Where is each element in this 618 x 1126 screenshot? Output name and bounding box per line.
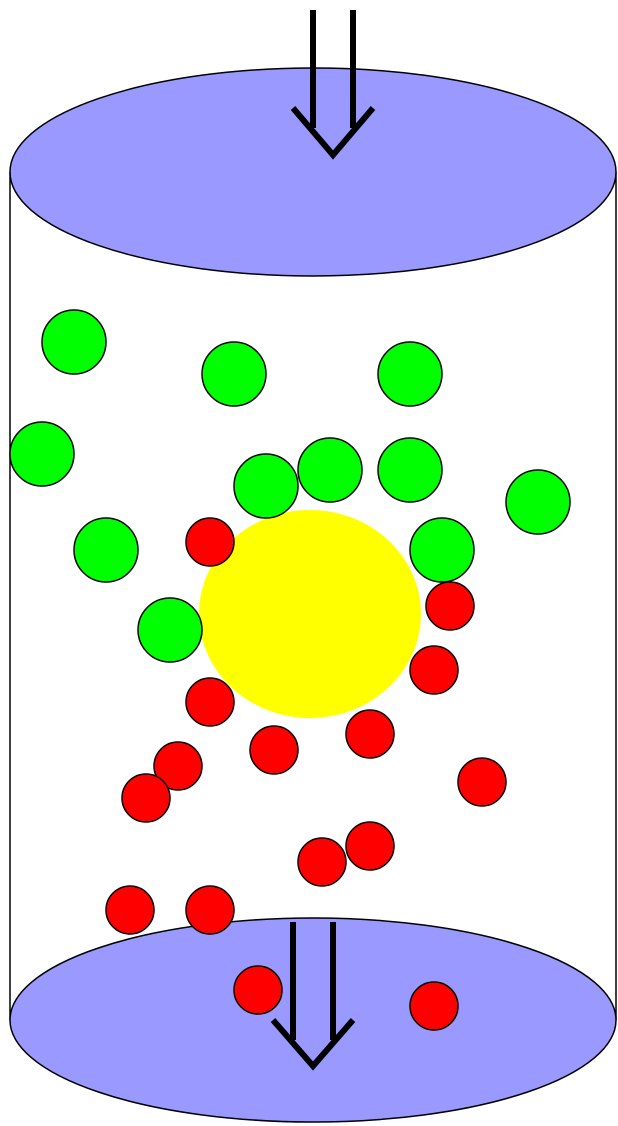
red-particle (186, 518, 234, 566)
green-particle (234, 454, 298, 518)
red-particle (426, 582, 474, 630)
green-particle (378, 342, 442, 406)
green-particle (138, 598, 202, 662)
green-particle (42, 310, 106, 374)
red-particle (234, 966, 282, 1014)
red-particle (298, 838, 346, 886)
red-particle (106, 886, 154, 934)
red-particle (346, 710, 394, 758)
green-particle (10, 422, 74, 486)
red-particle (410, 982, 458, 1030)
green-particle (410, 518, 474, 582)
green-particle (74, 518, 138, 582)
red-particle (186, 886, 234, 934)
bottom-disc (10, 918, 616, 1122)
green-particle (202, 342, 266, 406)
green-particle (378, 438, 442, 502)
red-particle (410, 646, 458, 694)
red-particle (250, 726, 298, 774)
red-particle (186, 678, 234, 726)
red-particle (122, 774, 170, 822)
green-particle (298, 438, 362, 502)
green-particle (506, 470, 570, 534)
red-particle (458, 758, 506, 806)
red-particle (346, 822, 394, 870)
